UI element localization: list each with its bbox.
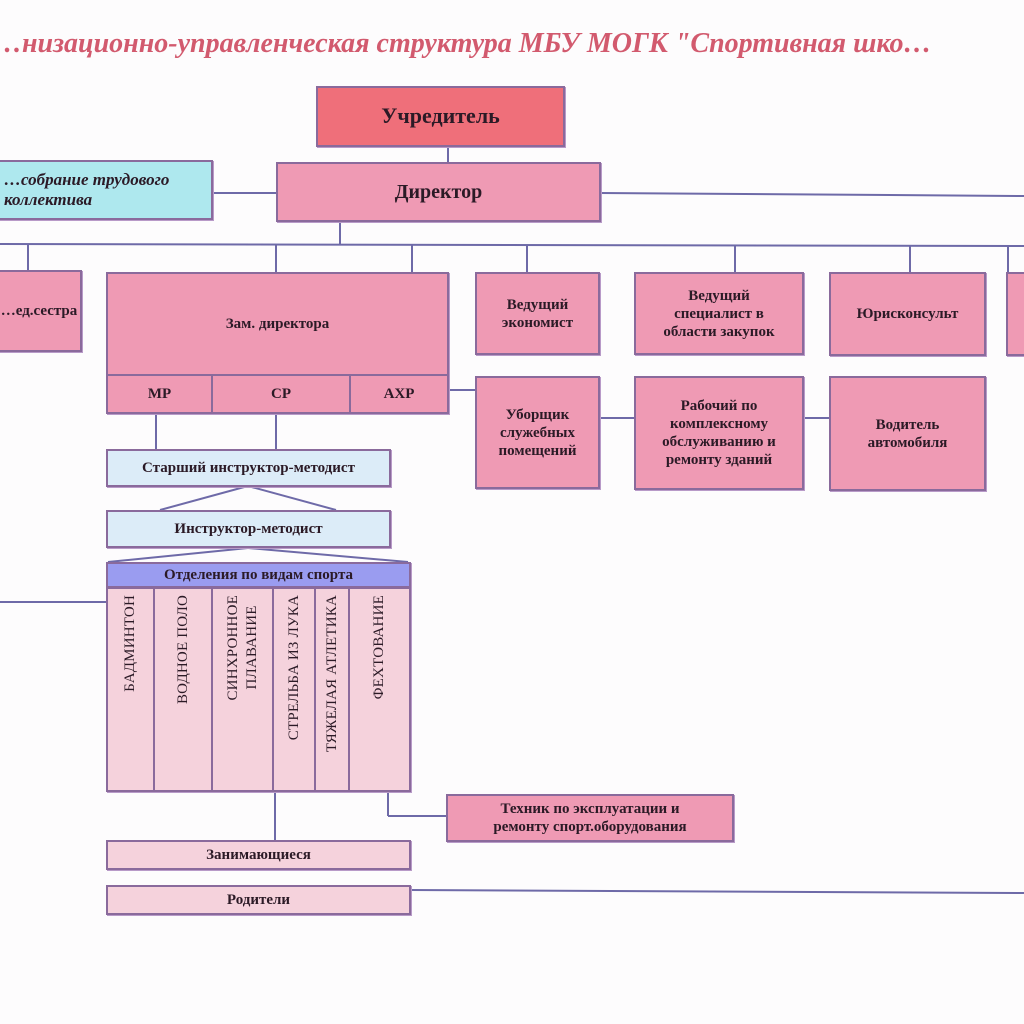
department-weightlifting-label: ТЯЖЕЛАЯ АТЛЕТИКА: [323, 595, 340, 753]
economist-label: Ведущий экономист: [501, 296, 574, 331]
director-right-line: [599, 192, 1024, 197]
lawyer-box: Юрисконсульт: [829, 272, 986, 356]
founder-label: Учредитель: [381, 103, 500, 129]
staff-bus-line: [0, 243, 1024, 247]
driver-label: Водитель автомобиля: [867, 416, 948, 451]
students-label: Занимающиеся: [206, 847, 311, 863]
deputy-mr-label: МР: [147, 386, 172, 402]
department-synchronized-swimming-label: СИНХРОННОЕ ПЛАВАНИЕ: [224, 595, 260, 701]
page-title: …низационно-управленческая структура МБУ…: [0, 28, 932, 59]
instructor-box: Инструктор-методист: [106, 510, 391, 548]
cleaner-label: Уборщик служебных помещений: [498, 406, 577, 459]
departments-header-label: Отделения по видам спорта: [164, 567, 353, 583]
deputy-director-label: Зам. директора: [225, 316, 330, 332]
assembly-box: …собрание трудового коллектива: [0, 160, 213, 220]
department-archery-label: СТРЕЛЬБА ИЗ ЛУКА: [285, 595, 302, 741]
founder-box: Учредитель: [316, 86, 565, 147]
technician-box: Техник по эксплуатации и ремонту спорт.о…: [446, 794, 734, 842]
department-water-polo: ВОДНОЕ ПОЛО: [153, 587, 213, 792]
deputy-ahr-label: АХР: [383, 386, 415, 402]
department-water-polo-label: ВОДНОЕ ПОЛО: [174, 595, 191, 705]
students-box: Занимающиеся: [106, 840, 411, 870]
cleaner-box: Уборщик служебных помещений: [475, 376, 600, 489]
procurement-specialist-box: Ведущий специалист в области закупок: [634, 272, 804, 355]
procurement-specialist-label: Ведущий специалист в области закупок: [663, 287, 775, 340]
department-badminton-label: БАДМИНТОН: [122, 595, 139, 692]
department-weightlifting: ТЯЖЕЛАЯ АТЛЕТИКА: [314, 587, 350, 792]
lawyer-label: Юрисконсульт: [856, 306, 959, 322]
assembly-label: …собрание трудового коллектива: [4, 169, 170, 209]
parents-box: Родители: [106, 885, 411, 915]
economist-box: Ведущий экономист: [475, 272, 600, 355]
instructor-label: Инструктор-методист: [174, 521, 323, 537]
med-sister-box: …ед.сестра: [0, 270, 82, 352]
senior-instructor-label: Старший инструктор-методист: [142, 460, 355, 476]
deputy-sr-box: СР: [211, 374, 351, 414]
deputy-ahr-box: АХР: [349, 374, 449, 414]
deputy-mr-box: МР: [106, 374, 213, 414]
parents-right-line: [409, 889, 1024, 894]
maintenance-worker-box: Рабочий по комплексному обслуживанию и р…: [634, 376, 804, 490]
right-cut-box: [1006, 272, 1024, 356]
director-label: Директор: [394, 181, 483, 203]
parents-label: Родители: [226, 892, 291, 908]
maintenance-worker-label: Рабочий по комплексному обслуживанию и р…: [662, 398, 776, 468]
deputy-sr-label: СР: [271, 386, 291, 402]
deputy-director-box: Зам. директора: [106, 272, 449, 376]
departments-header-box: Отделения по видам спорта: [106, 562, 411, 588]
technician-label: Техник по эксплуатации и ремонту спорт.о…: [493, 801, 687, 835]
med-sister-label: …ед.сестра: [0, 303, 78, 319]
department-archery: СТРЕЛЬБА ИЗ ЛУКА: [272, 587, 316, 792]
department-fencing-label: ФЕХТОВАНИЕ: [371, 595, 388, 700]
department-fencing: ФЕХТОВАНИЕ: [348, 587, 411, 792]
department-synchronized-swimming: СИНХРОННОЕ ПЛАВАНИЕ: [211, 587, 274, 792]
senior-instructor-box: Старший инструктор-методист: [106, 449, 391, 487]
driver-box: Водитель автомобиля: [829, 376, 986, 491]
department-badminton: БАДМИНТОН: [106, 587, 155, 792]
director-box: Директор: [276, 162, 601, 222]
